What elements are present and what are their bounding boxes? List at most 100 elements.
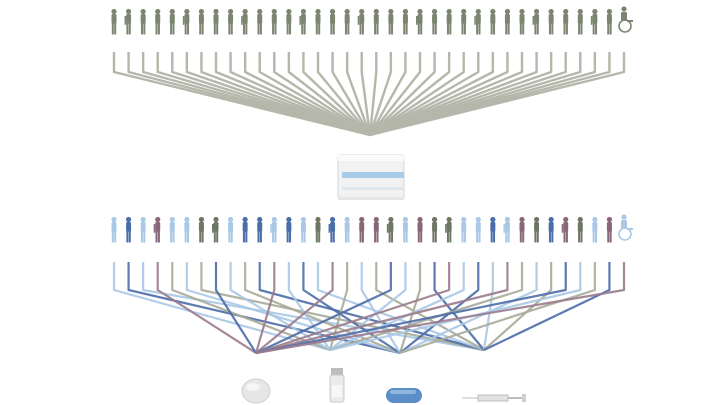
- person-silhouette-icon: [461, 8, 467, 35]
- connector-line: [329, 262, 407, 351]
- person-silhouette-icon: [592, 216, 598, 243]
- person-silhouette-icon: [140, 216, 146, 243]
- person-silhouette-icon: [606, 216, 613, 243]
- person-silhouette-icon: [490, 216, 496, 243]
- connector-line: [399, 262, 596, 355]
- connector-line: [255, 262, 626, 355]
- person-silhouette-icon: [125, 216, 132, 243]
- connector-line: [255, 262, 392, 354]
- connector-line: [369, 52, 626, 137]
- person-silhouette-icon: [242, 216, 248, 243]
- connector-line: [369, 52, 480, 137]
- connector-line: [345, 52, 372, 136]
- person-silhouette-icon: [577, 216, 583, 243]
- top-connector-lines: [112, 52, 626, 137]
- person-silhouette-icon: [504, 8, 511, 35]
- capsule-icon: [386, 388, 422, 403]
- person-silhouette-icon: [153, 216, 161, 243]
- person-silhouette-icon: [344, 8, 350, 35]
- connector-line: [369, 52, 553, 137]
- person-silhouette-icon: [184, 216, 190, 243]
- connector-line: [214, 262, 257, 354]
- person-silhouette-icon: [155, 8, 161, 35]
- person-silhouette-icon: [577, 8, 583, 35]
- person-silhouette-icon: [533, 216, 540, 243]
- connector-line: [483, 262, 553, 351]
- person-silhouette-icon: [503, 216, 511, 243]
- person-silhouette-icon: [124, 8, 132, 35]
- connector-line: [328, 262, 349, 351]
- connector-line: [360, 52, 372, 136]
- syringe-icon: [462, 394, 526, 402]
- person-silhouette-icon: [182, 8, 190, 35]
- connector-line: [255, 262, 567, 355]
- vial-icon: [329, 368, 345, 403]
- person-silhouette-icon: [446, 8, 452, 35]
- connector-line: [369, 52, 567, 137]
- connector-line: [482, 262, 494, 351]
- person-silhouette-icon: [169, 8, 175, 35]
- person-silhouette-icon: [241, 8, 248, 35]
- connector-line: [287, 52, 371, 136]
- connector-line: [214, 52, 371, 137]
- connector-line: [287, 262, 331, 351]
- person-silhouette-icon: [388, 8, 394, 35]
- connector-line: [127, 52, 371, 137]
- person-silhouette-icon: [431, 8, 438, 35]
- connector-line: [243, 52, 371, 137]
- person-silhouette-icon: [257, 216, 263, 243]
- person-silhouette-icon: [344, 216, 350, 243]
- person-silhouette-icon: [315, 8, 321, 35]
- person-silhouette-icon: [299, 8, 307, 35]
- person-silhouette-icon: [519, 216, 525, 243]
- person-silhouette-icon: [257, 8, 263, 35]
- connector-line: [368, 52, 407, 136]
- connector-line: [258, 52, 371, 137]
- person-silhouette-icon: [490, 8, 496, 35]
- connector-line: [200, 52, 371, 137]
- person-silhouette-icon: [286, 8, 292, 35]
- connector-line: [369, 52, 509, 137]
- person-silhouette-icon: [386, 216, 394, 243]
- connector-line: [331, 52, 372, 136]
- connector-line: [369, 52, 582, 137]
- person-silhouette-icon: [111, 216, 117, 243]
- wheelchair-user-icon: [618, 214, 633, 241]
- connector-line: [156, 262, 257, 354]
- connector-line: [185, 262, 401, 355]
- connector-line: [483, 262, 611, 351]
- person-silhouette-icon: [445, 216, 452, 243]
- connector-line: [369, 52, 538, 137]
- connector-line: [369, 52, 597, 137]
- person-silhouette-icon: [328, 216, 336, 243]
- person-silhouette-icon: [329, 8, 336, 35]
- treatment-options: [241, 368, 526, 404]
- connector-line: [229, 262, 331, 351]
- connector-line: [156, 52, 371, 137]
- connector-line: [254, 262, 276, 354]
- bottom-connector-lines: [112, 262, 626, 355]
- connector-line: [316, 52, 371, 136]
- person-silhouette-icon: [111, 8, 117, 35]
- diagnostic-test-box-icon: [337, 154, 405, 200]
- person-silhouette-icon: [519, 8, 525, 35]
- bottom-population: [111, 214, 633, 243]
- connector-line: [433, 262, 485, 351]
- connector-line: [369, 52, 465, 136]
- person-silhouette-icon: [357, 8, 365, 35]
- person-silhouette-icon: [474, 8, 481, 35]
- connector-line: [368, 52, 393, 136]
- person-silhouette-icon: [212, 216, 219, 243]
- connector-line: [171, 52, 371, 137]
- connector-line: [171, 262, 331, 352]
- person-silhouette-icon: [213, 8, 219, 35]
- connector-line: [185, 52, 371, 137]
- person-silhouette-icon: [169, 216, 175, 243]
- person-silhouette-icon: [402, 8, 409, 35]
- person-silhouette-icon: [373, 216, 379, 243]
- person-silhouette-icon: [359, 216, 365, 243]
- person-silhouette-icon: [561, 216, 569, 243]
- connector-line: [127, 262, 401, 355]
- wheelchair-user-icon: [618, 6, 633, 33]
- connector-line: [369, 52, 495, 137]
